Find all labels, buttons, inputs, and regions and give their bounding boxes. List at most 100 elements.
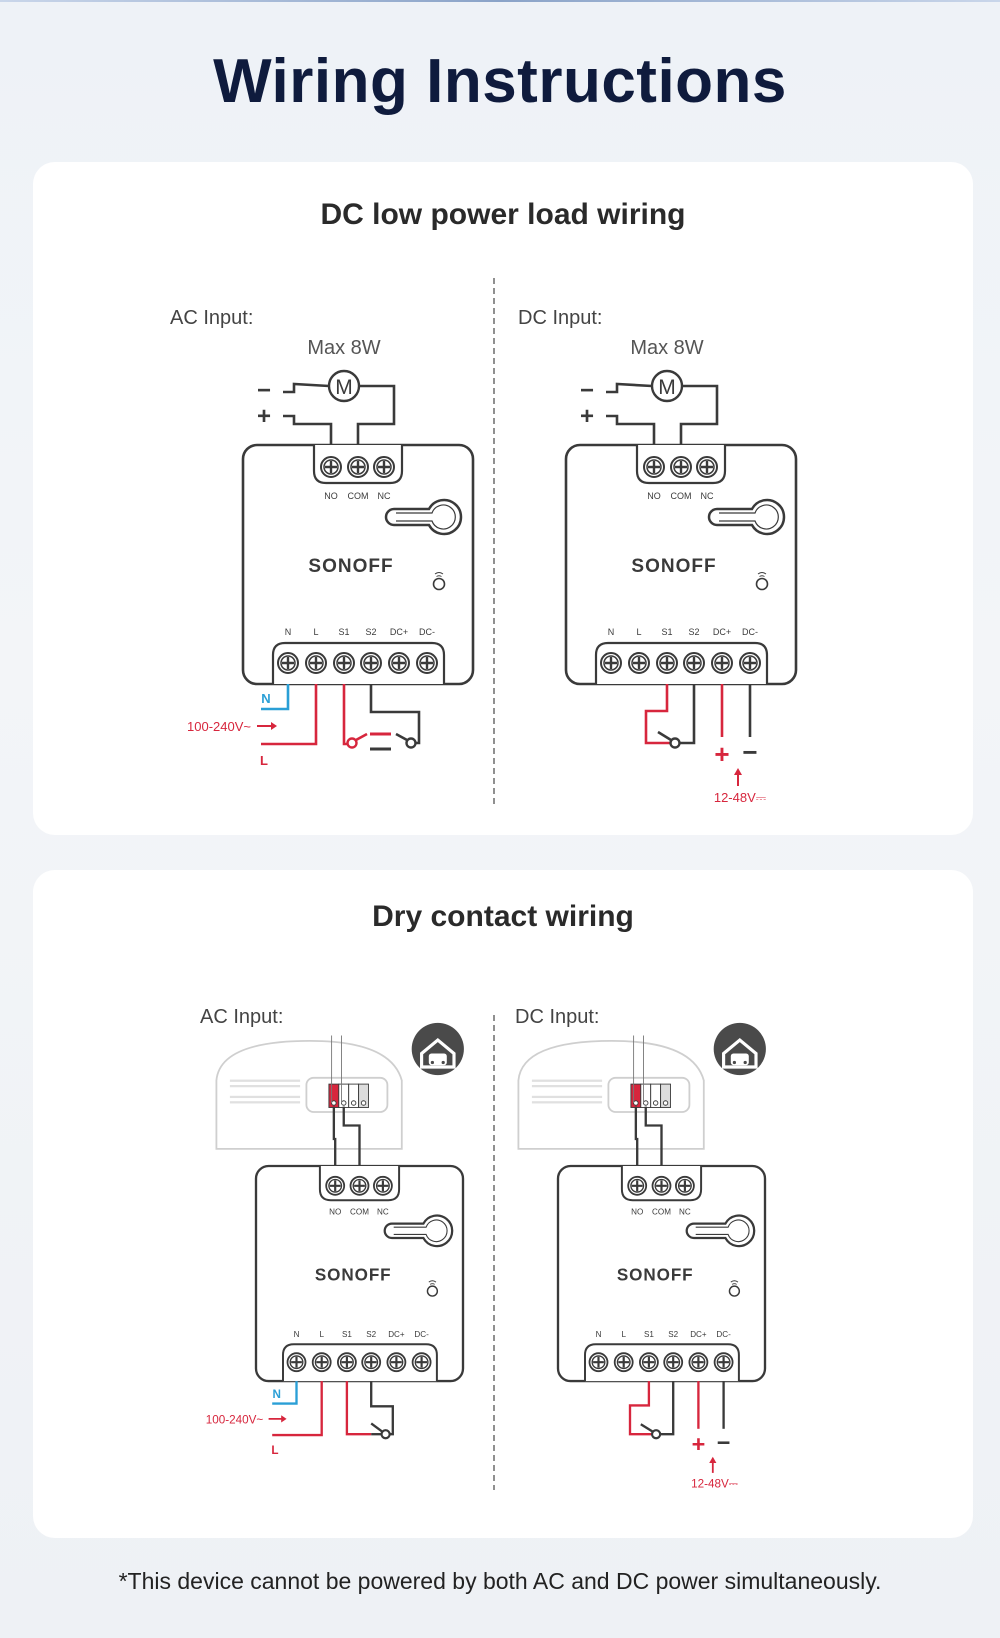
screw-inner (659, 655, 675, 671)
screw-inner (742, 655, 758, 671)
section-title: Dry contact wiring (372, 900, 634, 933)
input-type-label: DC Input: (518, 307, 602, 329)
terminal-label-s2: S2 (688, 627, 699, 637)
input-label-group: DC Input: (515, 1006, 599, 1028)
screw-terminal-icon (311, 1352, 332, 1373)
terminal-label-com: COM (350, 1208, 369, 1217)
wire (679, 684, 696, 745)
screw-slot (661, 657, 673, 669)
screw-slot (679, 1180, 691, 1192)
screw-slot (631, 1180, 643, 1192)
terminal-label-nc: NC (378, 491, 391, 501)
label-line (229, 1101, 301, 1104)
garage-door-car-icon (713, 1022, 766, 1076)
keyhole-outer (383, 1214, 454, 1248)
terminal-label-l: L (621, 1330, 626, 1339)
label-line (531, 1079, 603, 1082)
screw-terminal-icon (670, 456, 692, 478)
wifi-led-icon (426, 1280, 439, 1297)
wire (606, 382, 653, 394)
screw-inner (666, 1355, 681, 1370)
screw-terminal-icon (305, 652, 327, 674)
screw-slot (352, 461, 364, 473)
card-dry-contact: Dry contact wiring (33, 870, 973, 1538)
terminal-label-dcminus: DC- (742, 627, 758, 637)
switch-contact (405, 737, 417, 749)
screw-terminal-icon (696, 456, 718, 478)
minus-sign: − (717, 1429, 731, 1455)
screw-inner (646, 459, 662, 475)
wire (283, 414, 333, 445)
screw-terminal-icon (713, 1352, 734, 1373)
screw-terminal-icon (651, 1175, 672, 1196)
sonoff-logo: SONOFF (631, 556, 716, 577)
keyhole-icon (383, 1214, 454, 1248)
screw-inner (591, 1355, 606, 1370)
terminal-label-dcminus: DC- (716, 1330, 731, 1339)
terminal-label-nc: NC (679, 1208, 691, 1217)
input-label-group: AC Input: (200, 1006, 283, 1028)
plus-sign: + (580, 403, 594, 430)
switch-contact (669, 737, 681, 749)
screw-slot (701, 461, 713, 473)
plus-sign: + (692, 1431, 706, 1457)
label-line (229, 1085, 301, 1088)
keyhole-inner (396, 504, 456, 530)
screw-slot (377, 1180, 389, 1192)
controller-screw (331, 1100, 337, 1106)
wire (606, 414, 656, 445)
label-line (531, 1101, 603, 1104)
sonoff-logo: SONOFF (308, 556, 393, 577)
screw-terminal-icon (360, 652, 382, 674)
label-line (531, 1085, 603, 1088)
screw-inner (339, 1355, 354, 1370)
terminal-label-no: NO (631, 1208, 643, 1217)
live-label: L (260, 753, 268, 768)
terminal-label-no: NO (324, 491, 338, 501)
wire (644, 684, 670, 745)
keyhole-outer (384, 498, 463, 536)
live-wire (272, 1381, 323, 1437)
terminal-label-s1: S1 (661, 627, 672, 637)
sonoff-logo: SONOFF (315, 1265, 392, 1284)
card-dc-low-power: DC low power load wiring (33, 162, 973, 835)
screw-inner (289, 1355, 304, 1370)
terminal-label-no: NO (647, 491, 661, 501)
section-title: DC low power load wiring (320, 198, 686, 231)
screw-terminal-icon (320, 456, 342, 478)
screw-slot (338, 657, 350, 669)
wire (283, 382, 330, 394)
garage-icon-bg (411, 1022, 464, 1076)
minus-sign: − (257, 377, 271, 404)
screw-terminal-icon (373, 1175, 393, 1196)
terminal-label-s2: S2 (366, 1330, 376, 1339)
led (426, 1285, 439, 1297)
minus-sign: − (580, 377, 594, 404)
screw-inner (714, 655, 730, 671)
screw-slot (393, 657, 405, 669)
screw-inner (691, 1355, 706, 1370)
screw-slot (675, 461, 687, 473)
screw-terminal-icon (416, 652, 438, 674)
screw-terminal-icon (656, 652, 678, 674)
wifi-arcs (730, 1280, 739, 1285)
garage-door-car-icon (411, 1022, 464, 1076)
live-label: L (271, 1444, 278, 1457)
keyhole-inner (695, 1219, 750, 1243)
voltage-label: 100-240V~ (187, 719, 251, 734)
keyhole-outer (685, 1214, 756, 1248)
terminal-label-no: NO (329, 1208, 341, 1217)
screw-inner (654, 1178, 669, 1193)
input-type-label: AC Input: (200, 1006, 283, 1028)
screw-terminal-icon (688, 1352, 709, 1373)
led (432, 577, 446, 591)
neutral-label: N (261, 691, 270, 706)
keyhole-icon (384, 498, 463, 536)
controller-screw (643, 1100, 649, 1106)
max-power-label: Max 8W (630, 337, 703, 359)
screw-inner (375, 1178, 390, 1193)
input-label-group: DC Input: (518, 307, 602, 329)
screw-slot (416, 1356, 428, 1368)
